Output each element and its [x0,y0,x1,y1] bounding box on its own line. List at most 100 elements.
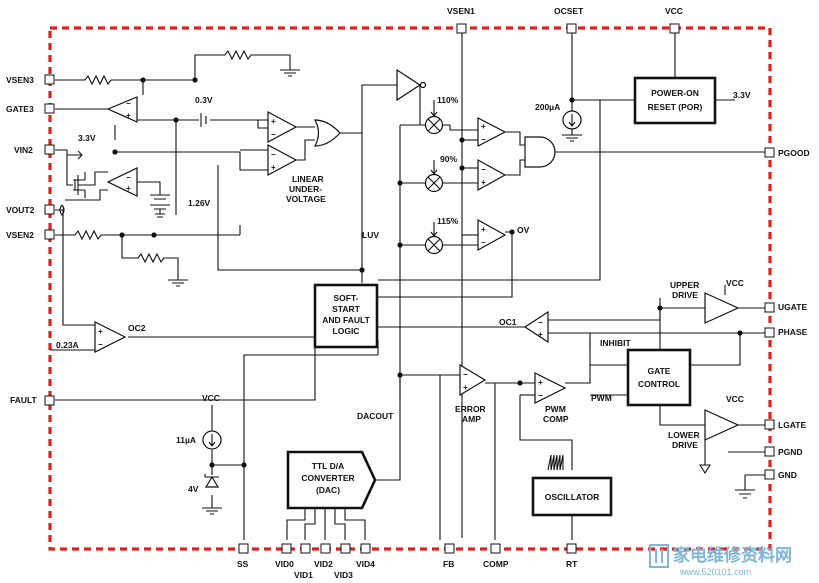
pin-vout2: VOUT2 [6,205,35,215]
label-ov: OV [517,225,530,235]
error-amp [459,363,487,397]
por-line2: RESET (POR) [648,102,703,112]
gate-control-block: GATE CONTROL [626,348,692,407]
pin-gate3: GATE3 [6,104,34,114]
label-luv: LUV [362,230,379,240]
osc-label: OSCILLATOR [545,492,599,502]
lower-driver [704,409,740,441]
internal-labels: 0.3V 3.3V 1.26V LINEAR UNDER- VOLTAGE LU… [56,90,751,494]
label-3-3v-vin2: 3.3V [78,133,96,143]
multipliers [424,100,444,255]
svg-text:+: + [538,330,543,339]
label-lower: LOWER [668,430,700,440]
pin-ss: SS [237,559,249,569]
label-115: 115% [437,216,459,226]
label-error: ERROR [455,404,486,414]
label-110: 110% [437,95,459,105]
ov-comp-115 [477,218,507,252]
oscillator-block: OSCILLATOR [531,476,613,517]
ss-line1: SOFT- [333,293,358,303]
label-oc1: OC1 [499,317,517,327]
pin-vid1: VID1 [294,570,313,580]
pin-vsen3: VSEN3 [6,75,34,85]
pin-vid2: VID2 [314,559,333,569]
pin-phase: PHASE [778,327,808,337]
label-0-3v: 0.3V [195,95,213,105]
label-upper-drive: DRIVE [672,290,698,300]
ss-line3: AND FAULT [322,315,370,325]
uv-comp-90 [477,158,507,192]
and-gate [524,136,556,168]
label-200ua: 200µA [535,102,560,112]
label-pwm-comp-2: COMP [543,414,569,424]
label-lower-drive: DRIVE [672,440,698,450]
pin-vcc: VCC [665,6,683,16]
soft-start-block: SOFT- START AND FAULT LOGIC [313,283,379,349]
svg-text:−: − [481,238,486,247]
label-vcc-upper: VCC [726,278,744,288]
amp-polarity: −+ +− −+ −+ +− −+ +− −+ +− −+ +− [98,99,543,400]
label-under: UNDER- [289,184,322,194]
label-upper: UPPER [670,280,699,290]
watermark: 家电维修资料网 www.520101.com [649,544,792,577]
label-amp: AMP [462,414,481,424]
gc-line2: CONTROL [638,379,680,389]
pin-pgood: PGOOD [778,148,810,158]
svg-text:+: + [481,225,486,234]
svg-text:+: + [98,327,103,336]
pin-vid0: VID0 [275,559,294,569]
svg-text:+: + [481,122,486,131]
por-block: POWER-ON RESET (POR) [633,76,717,125]
luv-comparator-2 [267,143,298,177]
or-gate [313,119,341,147]
label-0-23a: 0.23A [56,340,79,350]
svg-text:−: − [98,340,103,349]
svg-text:−: − [271,130,276,139]
amplifiers [94,68,740,441]
pin-vid4: VID4 [356,559,375,569]
dac-line3: (DAC) [316,485,340,495]
pin-ugate: UGATE [778,302,807,312]
label-oc2: OC2 [128,323,146,333]
svg-text:−: − [126,99,131,108]
svg-text:+: + [126,184,131,193]
pin-labels: VSEN3 GATE3 VIN2 VOUT2 VSEN2 FAULT VSEN1… [6,6,810,580]
pin-vsen1: VSEN1 [447,6,475,16]
pin-pgnd: PGND [778,447,803,457]
label-linear: LINEAR [292,174,324,184]
pwm-comparator [534,372,567,404]
label-pwm-comp-1: PWM [545,404,566,414]
luv-comparator-1 [267,110,298,144]
label-1-26v: 1.26V [188,198,211,208]
svg-text:+: + [126,111,131,120]
vin2-amp [106,167,138,197]
svg-text:+: + [538,378,543,387]
pin-ocset: OCSET [554,6,584,16]
label-4v: 4V [188,484,199,494]
svg-text:+: + [481,178,486,187]
chip-boundary [48,26,772,551]
svg-text:+: + [463,383,468,392]
pin-gnd: GND [778,470,797,480]
pin-vid3: VID3 [334,570,353,580]
pin-rt: RT [566,559,578,569]
label-3-3v-por: 3.3V [733,90,751,100]
label-vcc-ss: VCC [202,393,220,403]
svg-text:−: − [463,370,468,379]
por-line1: POWER-ON [651,88,699,98]
svg-text:+: + [271,117,276,126]
label-vcc-lower: VCC [726,394,744,404]
upper-driver [704,292,740,324]
current-sources [59,110,582,488]
label-dacout: DACOUT [357,411,394,421]
label-inhibit: INHIBIT [600,338,632,348]
dac-block: TTL D/A CONVERTER (DAC) [286,450,377,510]
watermark-text: 家电维修资料网 [673,545,792,565]
ramp-waveform [547,454,564,471]
svg-text:−: − [538,391,543,400]
pin-fault: FAULT [10,395,38,405]
pin-vsen2: VSEN2 [6,230,34,240]
junction-dots [112,77,743,468]
svg-text:−: − [481,165,486,174]
